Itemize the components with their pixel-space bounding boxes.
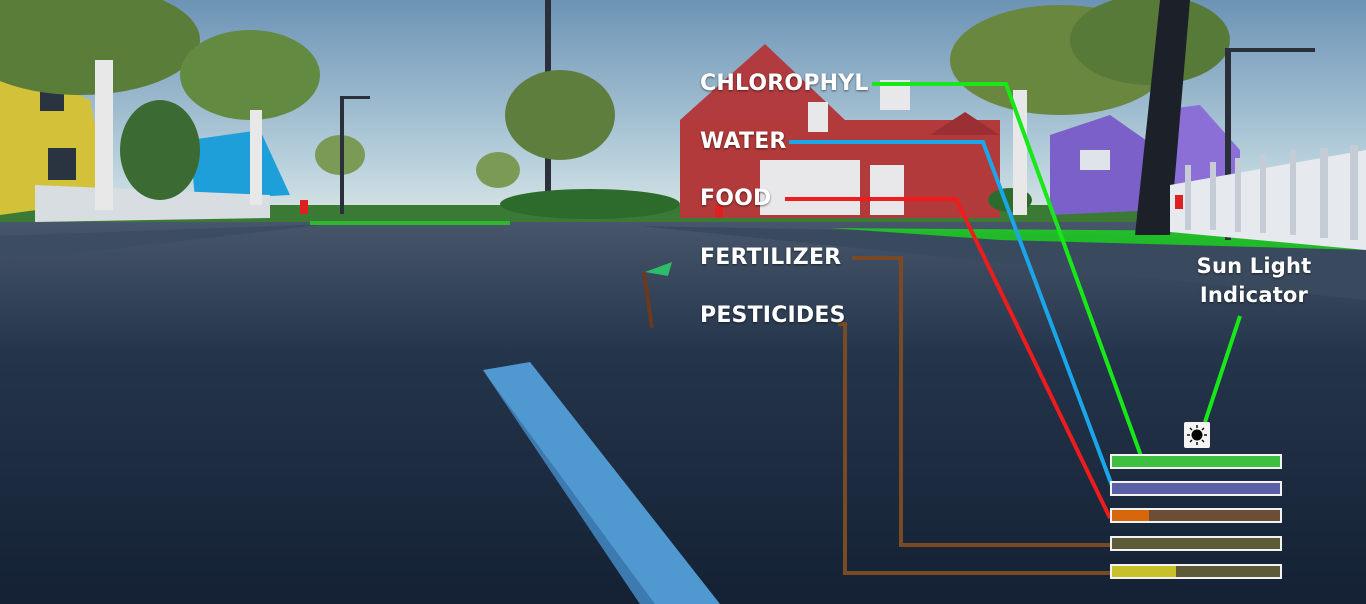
- food-leader-line: [785, 197, 1112, 519]
- sun-icon: [1187, 425, 1207, 445]
- sun-label-line-2: Indicator: [1199, 283, 1309, 307]
- water-label: WATER: [700, 129, 787, 154]
- water-bar-fill: [1112, 483, 1280, 494]
- fertilizer-bar: [1110, 536, 1282, 551]
- fertilizer-bar-fill: [1112, 538, 1280, 549]
- sun-leader-line: [1203, 315, 1242, 423]
- chlorophyl-leader-line: [872, 82, 1143, 457]
- chlorophyl-bar: [1110, 454, 1282, 469]
- fertilizer-label: FERTILIZER: [700, 245, 842, 270]
- water-leader-line: [789, 140, 1116, 492]
- sun-light-indicator-button[interactable]: [1184, 422, 1210, 448]
- chlorophyl-bar-fill: [1112, 456, 1280, 467]
- sun-label-line-1: Sun Light: [1196, 254, 1312, 278]
- sun-light-indicator-label: Sun Light Indicator: [1188, 252, 1320, 310]
- fertilizer-leader-line: [852, 256, 1110, 547]
- pesticides-leader-line: [838, 322, 1110, 575]
- pesticides-bar: [1110, 564, 1282, 579]
- chlorophyl-label: CHLOROPHYL: [700, 71, 869, 96]
- water-bar: [1110, 481, 1282, 496]
- pesticides-bar-fill: [1112, 566, 1176, 577]
- food-bar-fill: [1112, 510, 1149, 521]
- food-label: FOOD: [700, 186, 772, 211]
- pesticides-label: PESTICIDES: [700, 303, 846, 328]
- food-bar: [1110, 508, 1282, 523]
